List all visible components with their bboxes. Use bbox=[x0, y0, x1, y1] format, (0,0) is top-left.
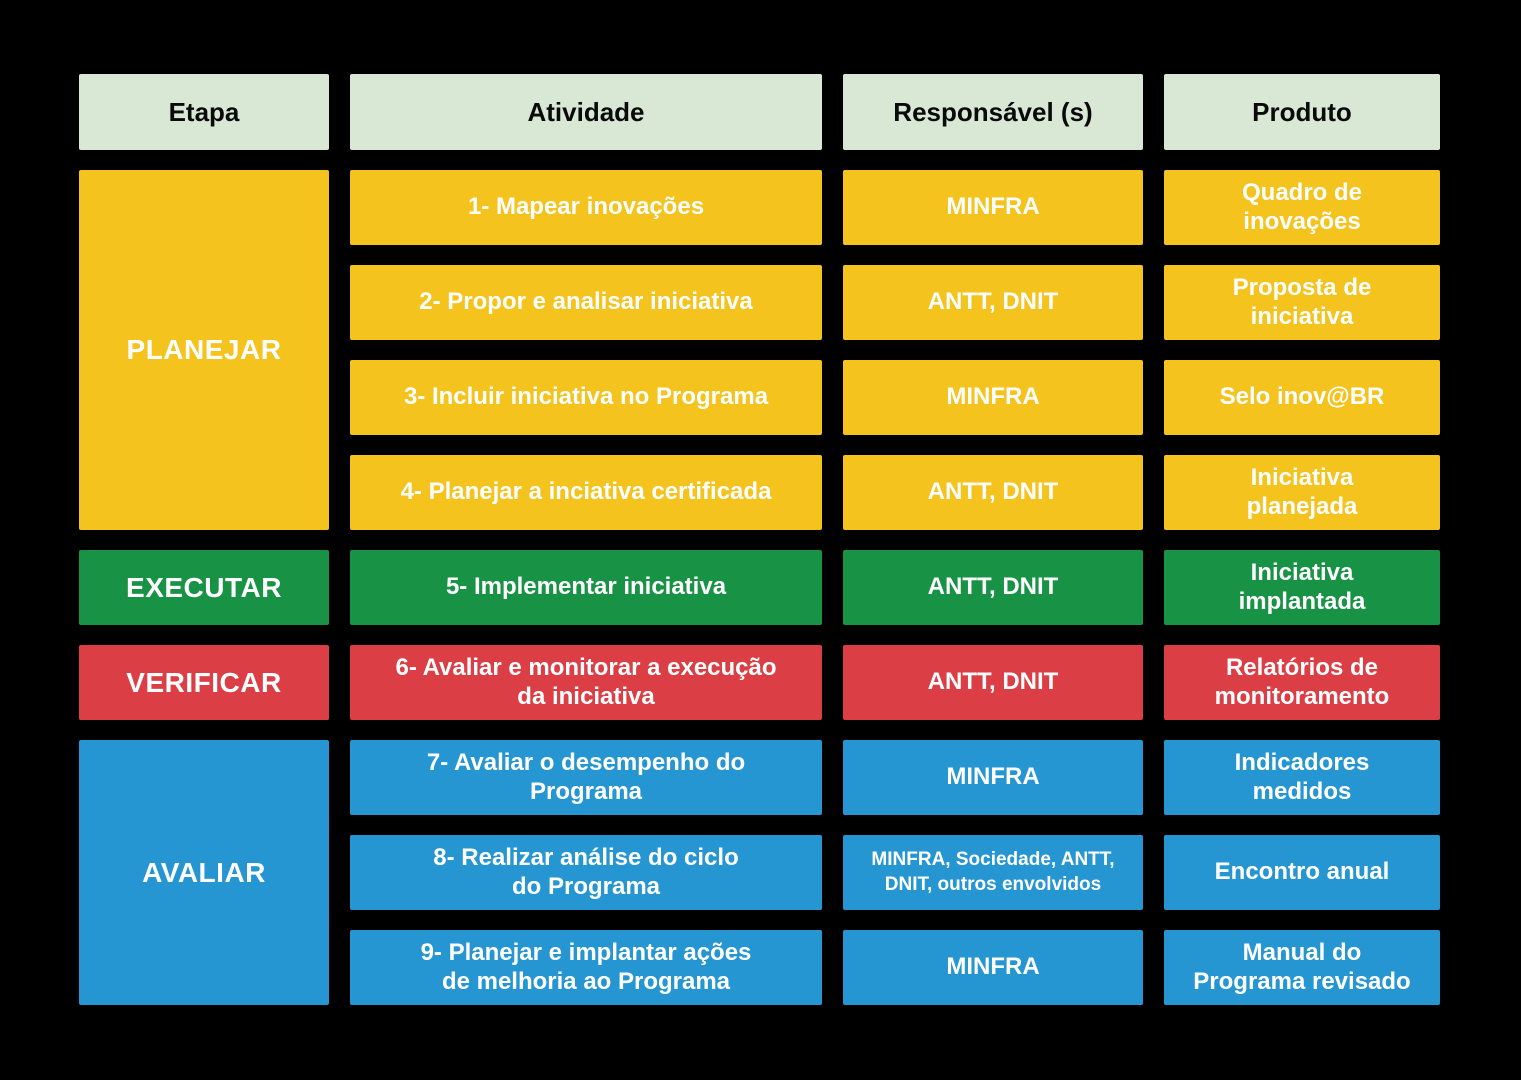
product-cell: Quadro de inovações bbox=[1164, 170, 1440, 245]
stage-cell-avaliar: AVALIAR bbox=[79, 740, 329, 1005]
activity-cell: 2- Propor e analisar iniciativa bbox=[350, 265, 822, 340]
responsible-cell: MINFRA, Sociedade, ANTT, DNIT, outros en… bbox=[843, 835, 1143, 910]
product-cell: Iniciativa implantada bbox=[1164, 550, 1440, 625]
responsible-cell: ANTT, DNIT bbox=[843, 455, 1143, 530]
activity-cell: 1- Mapear inovações bbox=[350, 170, 822, 245]
column-header-atividade: Atividade bbox=[350, 74, 822, 150]
responsible-cell: MINFRA bbox=[843, 930, 1143, 1005]
stage-cell-planejar: PLANEJAR bbox=[79, 170, 329, 530]
product-cell: Manual do Programa revisado bbox=[1164, 930, 1440, 1005]
stage-cell-verificar: VERIFICAR bbox=[79, 645, 329, 720]
column-header-etapa: Etapa bbox=[79, 74, 329, 150]
activity-cell: 3- Incluir iniciativa no Programa bbox=[350, 360, 822, 435]
responsible-cell: ANTT, DNIT bbox=[843, 265, 1143, 340]
product-cell: Encontro anual bbox=[1164, 835, 1440, 910]
product-cell: Indicadores medidos bbox=[1164, 740, 1440, 815]
table-grid: Etapa Atividade Responsável (s) Produto … bbox=[79, 74, 1440, 1005]
responsible-cell: MINFRA bbox=[843, 170, 1143, 245]
responsible-cell: ANTT, DNIT bbox=[843, 645, 1143, 720]
column-header-produto: Produto bbox=[1164, 74, 1440, 150]
product-cell: Iniciativa planejada bbox=[1164, 455, 1440, 530]
stage-cell-executar: EXECUTAR bbox=[79, 550, 329, 625]
column-header-responsavel: Responsável (s) bbox=[843, 74, 1143, 150]
activity-cell: 9- Planejar e implantar ações de melhori… bbox=[350, 930, 822, 1005]
product-cell: Selo inov@BR bbox=[1164, 360, 1440, 435]
responsible-cell: ANTT, DNIT bbox=[843, 550, 1143, 625]
responsible-cell: MINFRA bbox=[843, 360, 1143, 435]
activity-cell: 7- Avaliar o desempenho do Programa bbox=[350, 740, 822, 815]
activity-cell: 5- Implementar iniciativa bbox=[350, 550, 822, 625]
activity-cell: 4- Planejar a inciativa certificada bbox=[350, 455, 822, 530]
activity-cell: 6- Avaliar e monitorar a execução da ini… bbox=[350, 645, 822, 720]
activity-cell: 8- Realizar análise do ciclo do Programa bbox=[350, 835, 822, 910]
responsible-cell: MINFRA bbox=[843, 740, 1143, 815]
product-cell: Proposta de iniciativa bbox=[1164, 265, 1440, 340]
product-cell: Relatórios de monitoramento bbox=[1164, 645, 1440, 720]
